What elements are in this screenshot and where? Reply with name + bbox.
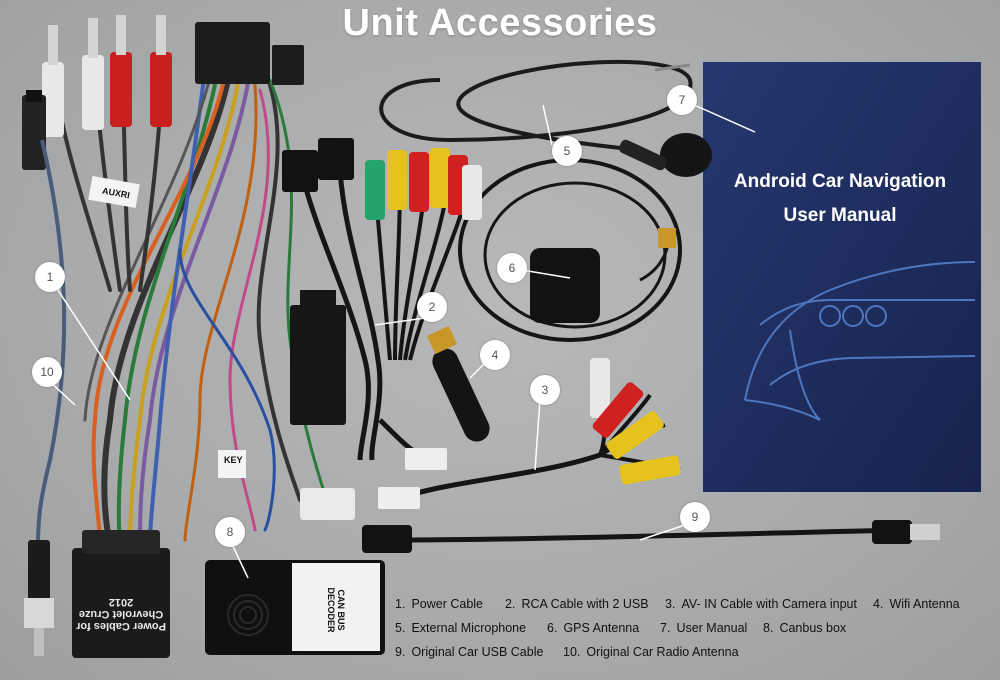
manual-title-line2: User Manual [783,205,897,226]
rca-usb-cable [282,138,482,470]
legend-item-2: 2.RCA Cable with 2 USB [505,597,649,611]
usb-cable [362,520,940,553]
callout-9: 9 [680,502,710,532]
legend-item-9: 9.Original Car USB Cable [395,645,544,659]
legend-item-1: 1.Power Cable [395,597,484,611]
callout-5: 5 [552,136,582,166]
legend-item-5: 5.External Microphone [395,621,527,635]
radio-antenna-cable [24,139,67,656]
user-manual [703,62,981,492]
callout-6: 6 [497,253,527,283]
key-tag: KEY [224,455,243,465]
callout-8: 8 [215,517,245,547]
callout-1: 1 [35,262,65,292]
wifi-antenna [426,325,490,442]
callout-4: 4 [480,340,510,370]
external-microphone [379,59,712,177]
power-cable [22,15,355,658]
callout-7: 7 [667,85,697,115]
legend-item-6: 6.GPS Antenna [547,621,640,635]
canbus-label: CAN BUS DECODER [326,587,346,633]
legend-item-8: 8.Canbus box [763,621,847,635]
canbus-box [205,560,385,655]
gps-antenna [458,158,682,342]
car-outline-icon [744,261,976,421]
legend-item-4: 4.Wifi Antenna [873,597,960,611]
legend-item-10: 10.Original Car Radio Antenna [563,645,739,659]
manual-title-line1: Android Car Navigation [733,171,947,192]
callout-3: 3 [530,375,560,405]
legend-item-7: 7.User Manual [660,621,748,635]
legend-item-3: 3.AV- IN Cable with Camera input [665,597,857,611]
callout-10: 10 [32,357,62,387]
harness-label: Power Cables for Chevrolet Cruze 2012 [76,596,166,632]
page-title: Unit Accessories [342,2,658,44]
callout-2: 2 [417,292,447,322]
speaker-grille-icon [227,594,269,636]
av-in-cable [378,358,681,509]
callout-lines [47,99,756,579]
